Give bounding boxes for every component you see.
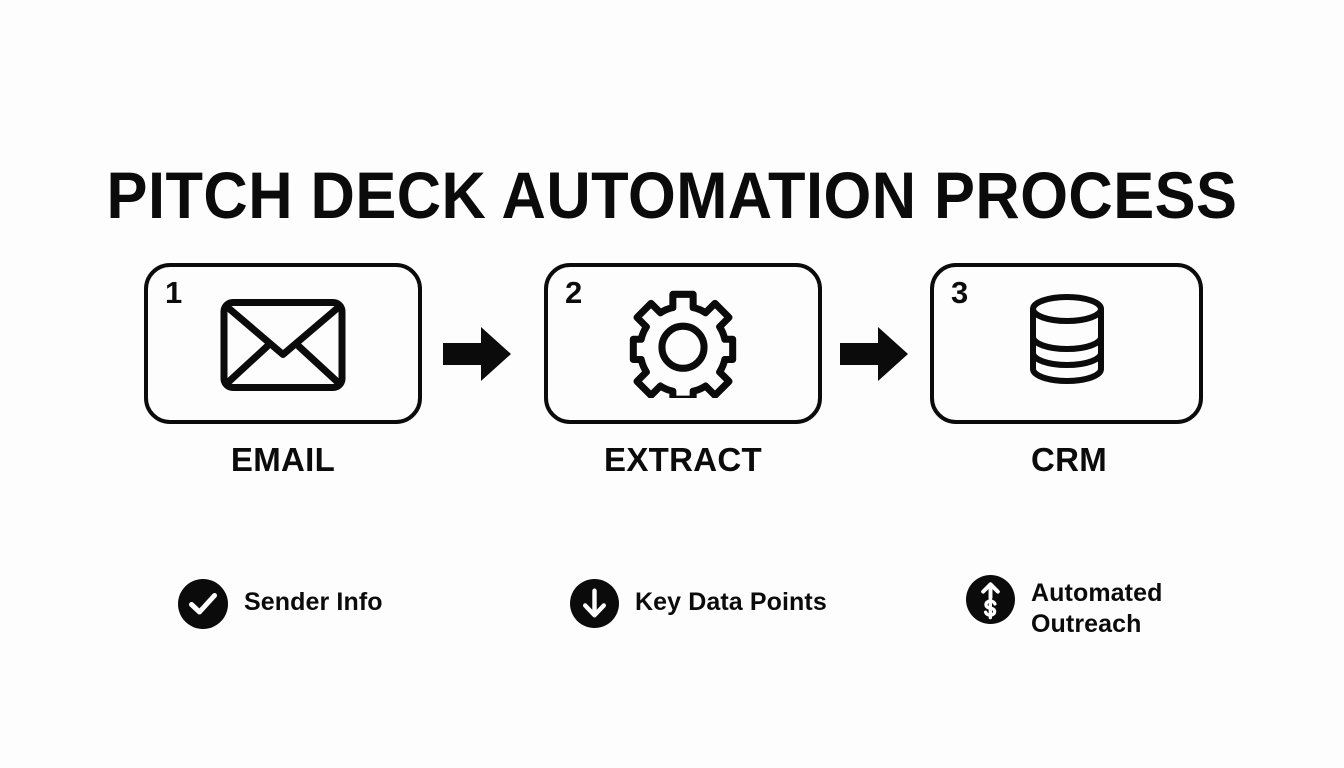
feature-key-data-points[interactable]: Key Data Points	[570, 575, 827, 628]
step-box[interactable]: 2	[544, 263, 822, 424]
process-step-crm[interactable]: 3 CRM	[930, 263, 1208, 478]
step-box[interactable]: 3	[930, 263, 1203, 424]
database-icon	[1029, 293, 1104, 384]
arrow-right-icon	[840, 327, 908, 381]
envelope-icon	[220, 298, 346, 391]
step-number: 1	[165, 275, 183, 310]
arrow-right-icon	[443, 327, 511, 381]
arrow-down-circle-icon	[570, 579, 619, 628]
step-box[interactable]: 1	[144, 263, 422, 424]
gear-icon	[629, 290, 737, 398]
feature-label: Key Data Points	[635, 588, 827, 616]
feature-list: Sender Info Key Data Points Automated Ou…	[0, 575, 1344, 685]
feature-automated-outreach[interactable]: Automated Outreach	[966, 575, 1162, 640]
feature-label: Automated Outreach	[1031, 579, 1163, 638]
check-circle-icon	[178, 579, 228, 629]
feature-label: Sender Info	[244, 588, 383, 616]
page-title: PITCH DECK AUTOMATION PROCESS	[106, 158, 1238, 233]
step-number: 3	[951, 275, 969, 310]
process-steps-row: 1 EMAIL 2	[0, 263, 1344, 493]
step-label: CRM	[1030, 441, 1108, 478]
feature-sender-info[interactable]: Sender Info	[178, 575, 383, 629]
process-step-email[interactable]: 1 EMAIL	[144, 263, 422, 478]
step-number: 2	[565, 275, 583, 310]
process-step-extract[interactable]: 2 EXTRACT	[544, 263, 822, 478]
arrow-up-dollar-circle-icon	[966, 575, 1015, 624]
step-label: EMAIL	[230, 441, 336, 478]
step-label: EXTRACT	[604, 441, 762, 478]
